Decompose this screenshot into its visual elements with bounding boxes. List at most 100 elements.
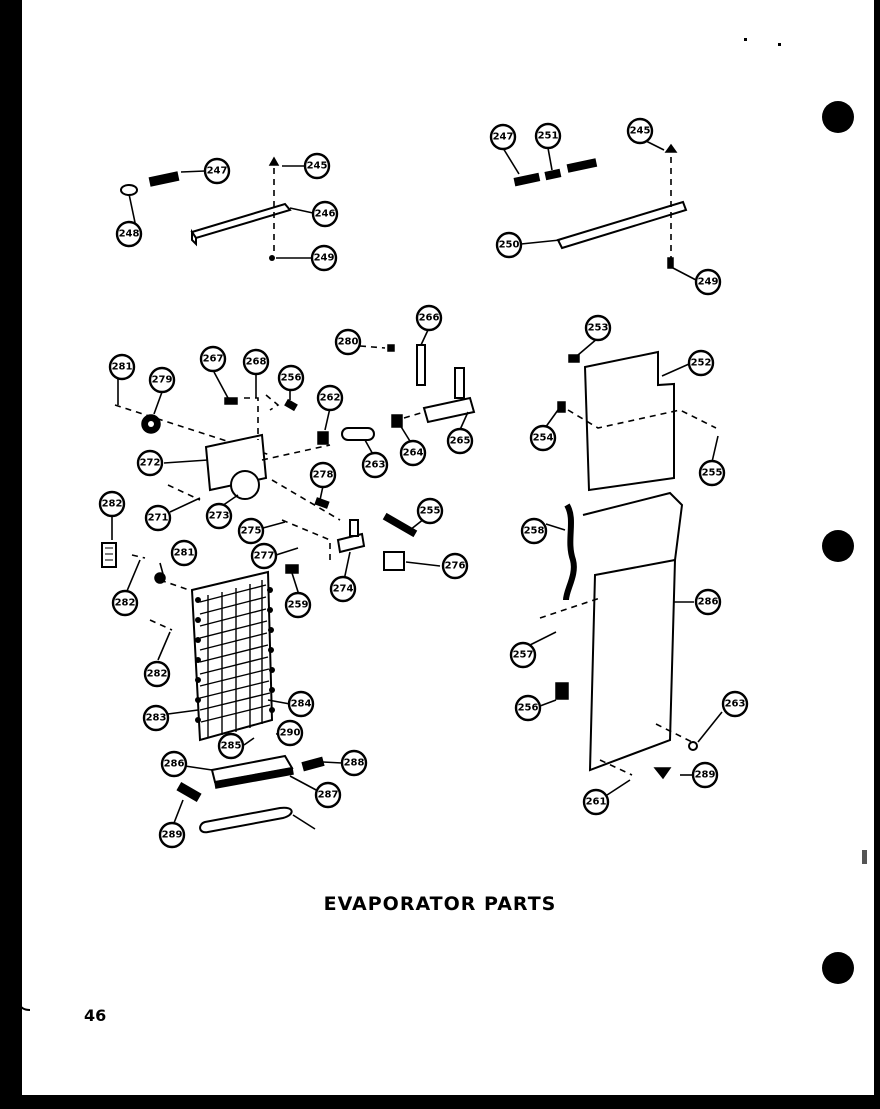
callout-label: 282: [115, 598, 136, 609]
callout-bubble: 255: [416, 497, 444, 525]
callout-label: 282: [147, 669, 168, 680]
callout-bubble: 276: [441, 552, 469, 580]
callout-label: 247: [493, 132, 514, 143]
callout-bubble: 282: [143, 660, 171, 688]
callout-bubble: 261: [582, 788, 610, 816]
callout-bubble: 255: [698, 459, 726, 487]
left-shelf-bracket-group: [120, 156, 314, 261]
callout-bubble: 271: [144, 504, 172, 532]
callout-bubble: 250: [495, 231, 523, 259]
callout-bubble: 278: [309, 461, 337, 489]
callout-bubble: 248: [115, 220, 143, 248]
callout-label: 288: [344, 758, 365, 769]
callout-bubble: 249: [310, 244, 338, 272]
lower-right-evaporator-cover: [527, 491, 723, 798]
callout-label: 255: [702, 468, 723, 479]
callout-label: 251: [538, 131, 559, 142]
callout-bubble: 281: [108, 353, 136, 381]
callout-label: 253: [588, 323, 609, 334]
callout-bubble: 246: [311, 200, 339, 228]
page-number: 46: [84, 1006, 107, 1025]
callout-bubble: 252: [687, 349, 715, 377]
binder-hole: [822, 530, 854, 562]
callout-label: 258: [524, 526, 545, 537]
callout-bubble: 289: [691, 761, 719, 789]
callout-label: 256: [281, 373, 302, 384]
callout-label: 268: [246, 357, 267, 368]
callout-label: 280: [338, 337, 359, 348]
callout-bubble: 256: [277, 364, 305, 392]
callout-label: 245: [307, 161, 328, 172]
drain-trough-and-heater: [173, 754, 343, 834]
callout-bubble: 290: [276, 719, 304, 747]
callout-bubble: 286: [160, 750, 188, 778]
callout-label: 246: [315, 209, 336, 220]
callout-label: 273: [209, 511, 230, 522]
callout-label: 266: [419, 313, 440, 324]
callout-bubble: 266: [415, 304, 443, 332]
callout-label: 286: [164, 759, 185, 770]
callout-label: 275: [241, 526, 262, 537]
callout-label: 265: [450, 436, 471, 447]
scan-marks: [17, 38, 867, 1011]
binder-hole: [822, 101, 854, 133]
callout-bubble: 275: [237, 517, 265, 545]
callout-label: 283: [146, 713, 167, 724]
callout-bubble: 287: [314, 781, 342, 809]
binder-hole: [822, 952, 854, 984]
callout-label: 289: [695, 770, 716, 781]
callout-bubble: 281: [170, 539, 198, 567]
callout-bubble: 249: [694, 268, 722, 296]
callout-label: 261: [586, 797, 607, 808]
callout-bubble: 257: [509, 641, 537, 669]
callout-label: 267: [203, 354, 224, 365]
callout-bubble: 247: [203, 157, 231, 185]
callout-label: 281: [112, 362, 133, 373]
callout-bubble: 279: [148, 366, 176, 394]
callout-label: 257: [513, 650, 534, 661]
callout-bubble: 283: [142, 704, 170, 732]
callout-label: 284: [291, 699, 312, 710]
callout-label: 278: [313, 470, 334, 481]
callout-label: 249: [698, 277, 719, 288]
callout-bubble: 265: [446, 427, 474, 455]
callout-bubble: 272: [136, 449, 164, 477]
callout-label: 272: [140, 458, 161, 469]
callout-label: 286: [698, 597, 719, 608]
callout-label: 254: [533, 433, 554, 444]
callout-bubble: 262: [316, 384, 344, 412]
callout-label: 263: [725, 699, 746, 710]
diagram-title: EVAPORATOR PARTS: [323, 893, 557, 915]
callout-bubble: 273: [205, 502, 233, 530]
callout-label: 282: [102, 499, 123, 510]
callout-label: 277: [254, 551, 275, 562]
callout-bubble: 274: [329, 575, 357, 603]
callout-bubble: 245: [626, 117, 654, 145]
callout-label: 247: [207, 166, 228, 177]
callout-bubble: 263: [361, 451, 389, 479]
callout-label: 289: [162, 830, 183, 841]
right-shelf-bracket-group: [502, 137, 697, 281]
callout-label: 263: [365, 460, 386, 471]
callout-bubble: 268: [242, 348, 270, 376]
callout-label: 276: [445, 561, 466, 572]
callout-bubble: 247: [489, 123, 517, 151]
callout-bubble: 285: [217, 732, 245, 760]
callout-label: 281: [174, 548, 195, 559]
callout-label: 271: [148, 513, 169, 524]
callout-bubble: 286: [694, 588, 722, 616]
callout-bubble: 288: [340, 749, 368, 777]
callout-bubble: 245: [303, 152, 331, 180]
callout-bubble: 259: [284, 591, 312, 619]
callout-bubble: 280: [334, 328, 362, 356]
callout-label: 262: [320, 393, 341, 404]
upper-right-cover-panel: [544, 337, 719, 492]
callout-label: 287: [318, 790, 339, 801]
callout-bubble: 267: [199, 345, 227, 373]
callout-label: 264: [403, 448, 424, 459]
callout-bubble: 289: [158, 821, 186, 849]
callout-label: 252: [691, 358, 712, 369]
callout-label: 274: [333, 584, 354, 595]
callout-label: 279: [152, 375, 173, 386]
callout-bubble: 277: [250, 542, 278, 570]
